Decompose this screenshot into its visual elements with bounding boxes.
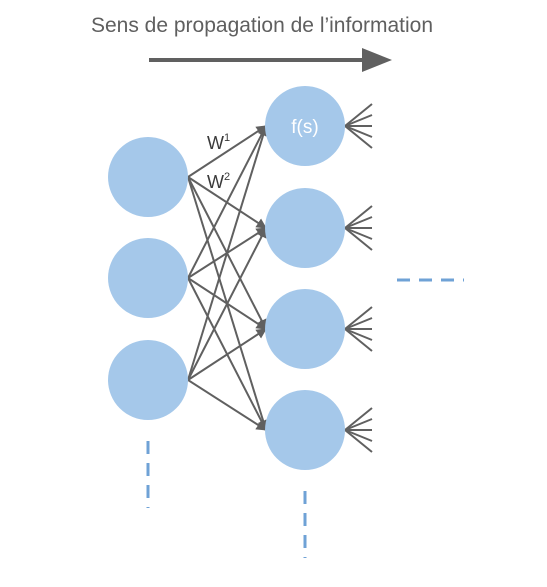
- input-neuron: [108, 340, 188, 420]
- connection-arrow: [344, 328, 373, 341]
- connection-arrow: [344, 114, 373, 127]
- connection-arrow: [344, 429, 373, 442]
- connection-arrow: [344, 429, 373, 453]
- hidden-layer: [265, 86, 345, 470]
- hidden-neuron: [265, 86, 345, 166]
- input-layer: [108, 137, 188, 420]
- hidden-neuron: [265, 390, 345, 470]
- connection-arrow: [187, 125, 269, 381]
- propagation-direction-label: Sens de propagation de l’information: [91, 14, 433, 37]
- input-to-hidden-connections: [187, 125, 269, 431]
- connection-arrow: [344, 125, 373, 149]
- weight-label: W2: [207, 171, 230, 192]
- input-neuron: [108, 238, 188, 318]
- hidden-to-next-connections: [344, 103, 373, 453]
- connection-arrow: [344, 227, 373, 240]
- connection-arrow: [344, 317, 373, 330]
- connection-arrow: [344, 328, 373, 352]
- input-neuron: [108, 137, 188, 217]
- activation-function-label: f(s): [291, 117, 318, 138]
- connection-arrow: [344, 407, 373, 431]
- propagation-direction-arrow: [149, 48, 392, 72]
- weight-label: W1: [207, 132, 230, 153]
- connection-arrow: [187, 125, 267, 279]
- connection-arrow: [344, 306, 373, 330]
- connection-arrow: [344, 216, 373, 229]
- connection-arrow: [344, 205, 373, 229]
- connection-arrow: [187, 379, 267, 431]
- connection-arrow: [187, 227, 267, 381]
- connection-arrow: [187, 328, 267, 381]
- connection-arrow: [344, 103, 373, 127]
- hidden-neuron: [265, 188, 345, 268]
- connection-arrow: [187, 125, 267, 178]
- hidden-neuron: [265, 289, 345, 369]
- connection-arrow: [344, 125, 373, 138]
- connection-arrow: [344, 418, 373, 431]
- connection-arrow: [344, 227, 373, 251]
